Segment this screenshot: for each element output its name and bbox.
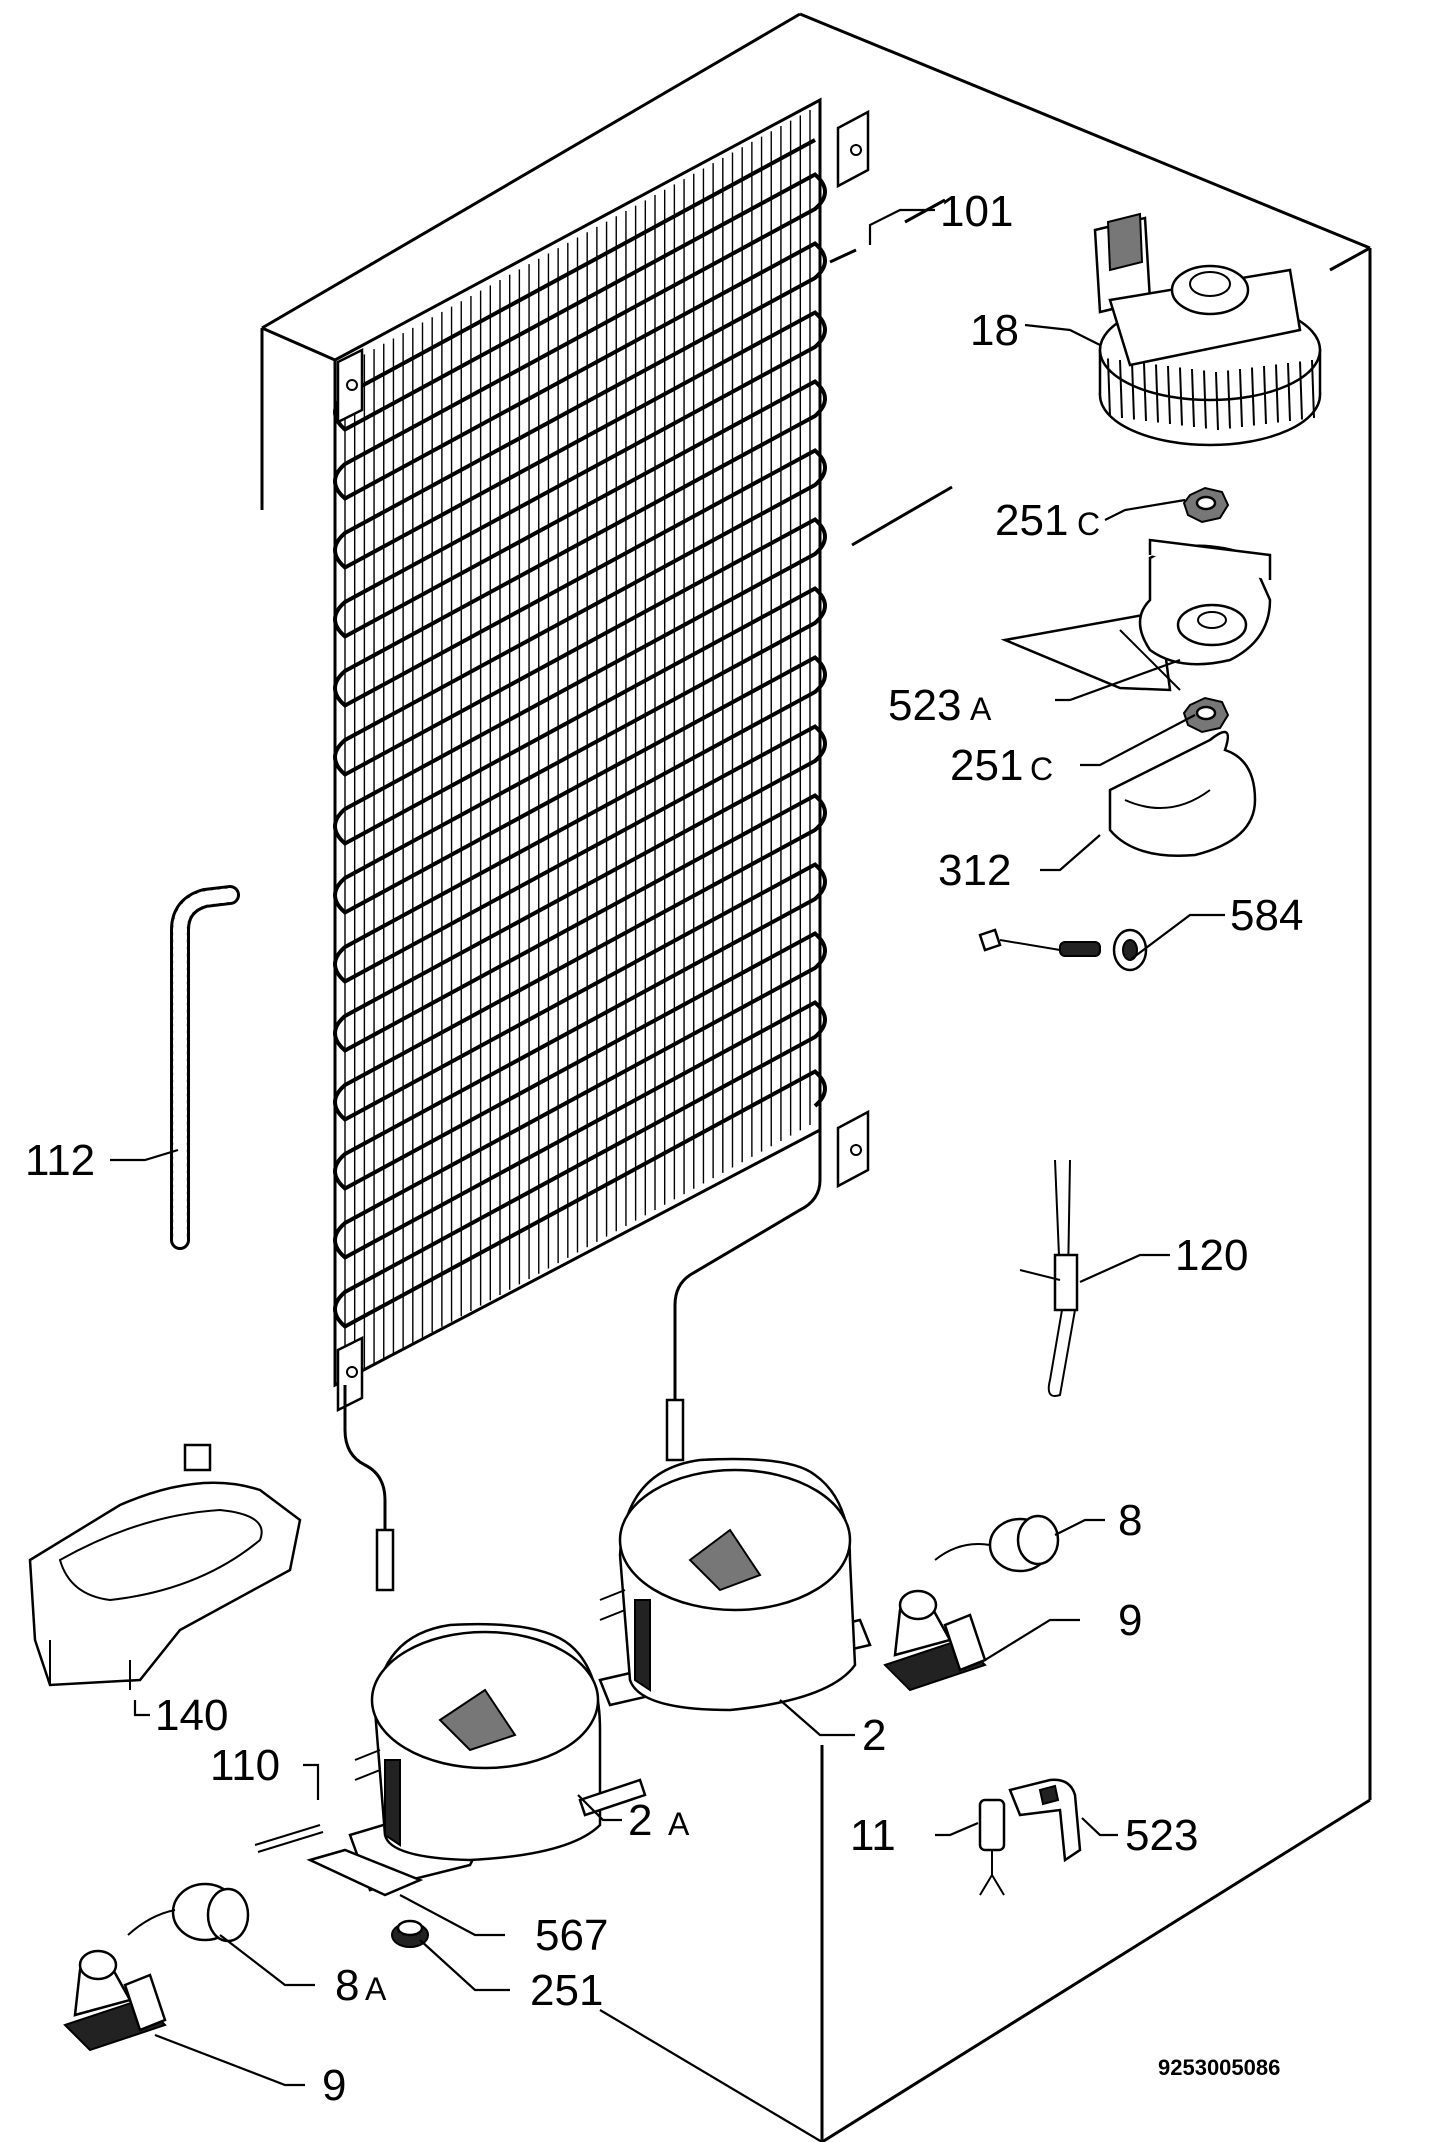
cabinet-outline xyxy=(260,12,1372,2142)
fan-slot xyxy=(1143,362,1147,422)
callout-labels: 101 18 251 C 523 A 251 C 312 584 112 120… xyxy=(25,187,1303,2110)
nut-251c-top xyxy=(1182,486,1230,524)
callout-9-right: 9 xyxy=(1118,1596,1142,1645)
callout-251c-bottom-suffix: C xyxy=(1030,751,1053,787)
callout-120: 120 xyxy=(1175,1231,1248,1280)
start-device-11 xyxy=(978,1798,1006,1896)
fan-slot xyxy=(1299,361,1303,420)
fan-slot xyxy=(1191,368,1195,428)
compressor-2 xyxy=(598,1457,872,1712)
fan-slot xyxy=(1203,370,1207,429)
sensor-584 xyxy=(978,928,1148,972)
fan-slot xyxy=(1275,364,1279,423)
fan-slot xyxy=(1167,365,1171,425)
capillary-120 xyxy=(1019,1159,1079,1397)
clip-9-left xyxy=(63,1949,167,2052)
compressor-tray-140 xyxy=(28,1443,302,1690)
callout-567: 567 xyxy=(535,1911,608,1960)
relay-8 xyxy=(934,1514,1060,1573)
callout-251c-top: 251 xyxy=(995,496,1068,545)
fan-slot xyxy=(1239,368,1243,428)
leader-lines xyxy=(110,208,1225,2142)
callout-523: 523 xyxy=(1125,1811,1198,1860)
cover-312 xyxy=(1108,730,1257,857)
fan-slot xyxy=(1119,359,1123,419)
callout-251c-top-suffix: C xyxy=(1077,506,1100,542)
callout-251: 251 xyxy=(530,1966,603,2015)
callout-18: 18 xyxy=(970,306,1019,355)
fan-slot xyxy=(1251,367,1255,426)
callout-251c-bottom: 251 xyxy=(950,741,1023,790)
callout-11: 11 xyxy=(850,1811,896,1860)
drain-hose-112 xyxy=(170,885,240,1250)
callout-2a-suffix: A xyxy=(668,1806,690,1842)
callout-8a: 8 xyxy=(335,1961,359,2010)
nut-251c-bottom xyxy=(1182,696,1230,734)
fan-slot xyxy=(1215,371,1219,431)
grommet-251 xyxy=(391,1919,429,1948)
callout-523a: 523 xyxy=(888,681,961,730)
fan-slot xyxy=(1227,370,1231,429)
callout-9-left: 9 xyxy=(322,2061,346,2110)
fan-slot xyxy=(1287,362,1291,422)
document-number: 9253005086 xyxy=(1158,2055,1280,2080)
callout-140: 140 xyxy=(155,1691,228,1740)
callout-8a-suffix: A xyxy=(365,1971,387,2007)
plate-567 xyxy=(306,1848,424,1897)
fan-shroud-523a xyxy=(1000,538,1272,692)
compressor-2a xyxy=(348,1622,647,1892)
fan-motor-18 xyxy=(1093,212,1322,447)
fan-slot xyxy=(1155,364,1159,423)
callout-101: 101 xyxy=(940,187,1013,236)
condenser-101 xyxy=(333,97,870,1592)
fan-slot xyxy=(1107,358,1111,417)
condenser-coil-tube xyxy=(333,138,827,1329)
callout-8: 8 xyxy=(1118,1496,1142,1545)
callout-2: 2 xyxy=(862,1711,886,1760)
clip-9-right xyxy=(883,1589,987,1692)
fan-slot xyxy=(1311,359,1315,419)
relay-8a xyxy=(127,1882,250,1943)
callout-112: 112 xyxy=(25,1136,95,1185)
callout-110: 110 xyxy=(210,1741,280,1790)
fan-slot xyxy=(1179,367,1183,426)
callout-584: 584 xyxy=(1230,891,1303,940)
callout-2a: 2 xyxy=(628,1796,652,1845)
callout-312: 312 xyxy=(938,846,1011,895)
bracket-523 xyxy=(1008,1778,1082,1863)
fan-slot xyxy=(1263,365,1267,425)
fan-slot xyxy=(1131,361,1135,420)
callout-523a-suffix: A xyxy=(970,691,992,727)
tube-110 xyxy=(254,1824,324,1853)
